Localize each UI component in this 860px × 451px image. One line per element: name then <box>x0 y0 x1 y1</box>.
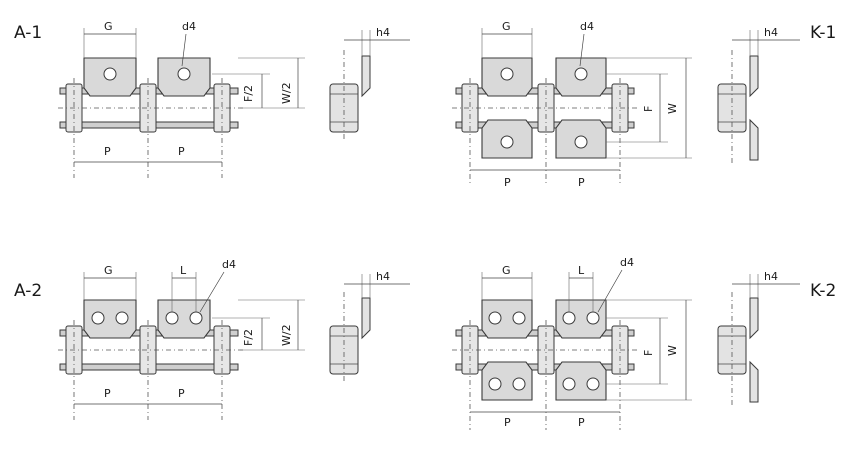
side-view-attachment <box>749 55 759 98</box>
dim-label-p: P <box>504 416 511 429</box>
side-view-roller <box>329 83 359 133</box>
dim-label-p: P <box>178 145 185 158</box>
bolt-hole <box>488 311 502 325</box>
dim-label-f: F <box>642 350 655 356</box>
dim-label-h4: h4 <box>764 270 778 283</box>
bolt-hole <box>115 311 129 325</box>
dim-label-p: P <box>578 416 585 429</box>
side-view-roller <box>717 325 747 375</box>
bolt-hole <box>189 311 203 325</box>
panel-a2: A-2 G L d4 P P F/2 W/2 <box>14 258 410 420</box>
leader-line <box>181 33 187 67</box>
bolt-hole <box>562 377 576 391</box>
dim-label-g: G <box>502 264 511 277</box>
panel-label-k1: K-1 <box>810 23 836 43</box>
panel-k2: K-2 G L d4 P P <box>452 256 836 430</box>
bolt-hole <box>512 311 526 325</box>
dim-label-w: W <box>666 345 679 356</box>
bolt-hole <box>562 311 576 325</box>
bolt-hole <box>586 311 600 325</box>
bolt-hole <box>586 377 600 391</box>
side-view-attachment <box>749 360 759 403</box>
dim-label-p: P <box>504 176 511 189</box>
dim-label-p: P <box>104 145 111 158</box>
side-view-attachment <box>749 297 759 340</box>
dim-label-f: F <box>642 106 655 112</box>
bolt-hole <box>165 311 179 325</box>
attachment-plate <box>157 299 211 339</box>
bolt-hole <box>574 135 588 149</box>
dim-label-d4: d4 <box>620 256 634 269</box>
panel-label-a2: A-2 <box>14 281 42 301</box>
bolt-hole <box>500 135 514 149</box>
side-view-attachment <box>361 297 371 340</box>
dim-label-d4: d4 <box>182 20 196 33</box>
bolt-hole <box>500 67 514 81</box>
dim-label-g: G <box>104 20 113 33</box>
panel-label-a1: A-1 <box>14 23 42 43</box>
dim-label-w: W <box>666 103 679 114</box>
bolt-hole <box>103 67 117 81</box>
dim-label-h4: h4 <box>376 270 390 283</box>
bolt-hole <box>91 311 105 325</box>
leader-line <box>597 269 623 313</box>
attachment-plate-bottom <box>481 361 533 401</box>
dim-label-p: P <box>578 176 585 189</box>
bolt-hole <box>177 67 191 81</box>
dim-label-d4: d4 <box>580 20 594 33</box>
dim-label-h4: h4 <box>376 26 390 39</box>
dim-label-l: L <box>578 264 585 277</box>
dim-label-f-half: F/2 <box>242 329 255 346</box>
dim-label-h4: h4 <box>764 26 778 39</box>
dim-label-p: P <box>104 387 111 400</box>
bolt-hole <box>512 377 526 391</box>
dim-label-d4: d4 <box>222 258 236 271</box>
leader-line <box>579 33 585 67</box>
dim-label-w-half: W/2 <box>280 324 293 346</box>
dim-label-p: P <box>178 387 185 400</box>
side-view-roller <box>717 83 747 133</box>
panel-label-k2: K-2 <box>810 281 836 301</box>
dim-label-g: G <box>104 264 113 277</box>
side-view-attachment <box>361 55 371 98</box>
panel-k1: K-1 G d4 P P F W <box>452 20 836 189</box>
leader-line <box>199 271 225 313</box>
panel-a1: A-1 G d4 P P F/2 W/2 <box>14 20 410 178</box>
dim-label-l: L <box>180 264 187 277</box>
side-view-attachment <box>749 118 759 161</box>
side-view-roller <box>329 325 359 375</box>
bolt-hole <box>574 67 588 81</box>
dim-label-g: G <box>502 20 511 33</box>
bolt-hole <box>488 377 502 391</box>
dim-label-w-half: W/2 <box>280 82 293 104</box>
dim-label-f-half: F/2 <box>242 85 255 102</box>
